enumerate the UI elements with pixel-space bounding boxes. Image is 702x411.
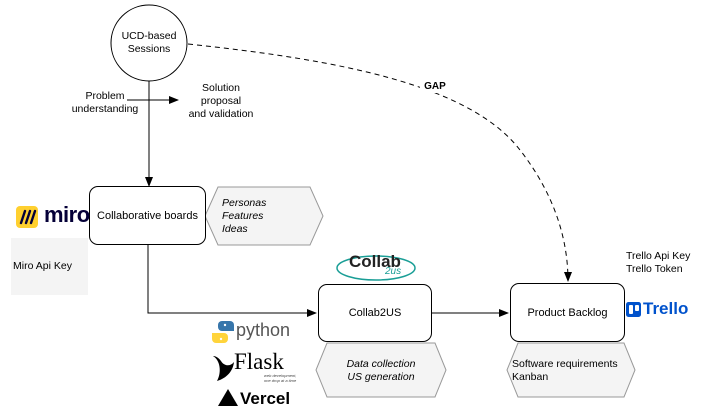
vercel-triangle-icon	[218, 389, 238, 406]
flask-logo-text: Flask	[234, 349, 284, 374]
flask-horn-icon	[213, 356, 234, 381]
miro-api-key-label: Miro Api Key	[13, 260, 72, 272]
problem-label: Problem understanding	[71, 90, 139, 115]
trello-logo-icon	[626, 302, 641, 317]
miro-api-key-panel: Miro Api Key	[11, 238, 88, 295]
boards-to-collab2us-edge	[147, 245, 317, 317]
flask-tagline: web development, one drop at a time	[264, 373, 297, 383]
solution-label: Solution proposal and validation	[188, 82, 254, 120]
collaborative-boards-box: Collaborative boards	[89, 186, 206, 245]
trello-keys-label: Trello Api Key Trello Token	[626, 250, 691, 275]
collab-logo-subtext: 2us	[385, 266, 402, 277]
backlog-outputs-hexagon	[506, 342, 636, 398]
boards-outputs-label: Personas Features Ideas	[222, 197, 267, 235]
miro-logo-icon	[16, 206, 38, 228]
collab2us-box: Collab2US	[318, 284, 432, 342]
gap-label: GAP	[420, 80, 450, 93]
miro-logo-text: miro	[44, 202, 90, 227]
collab-logo-text: Collab	[349, 252, 401, 271]
product-backlog-box: Product Backlog	[510, 283, 625, 342]
collab2us-outputs-hexagon	[315, 342, 447, 398]
gap-edge	[187, 43, 572, 282]
vercel-logo-text: Vercel	[240, 389, 291, 408]
trello-logo-text: Trello	[643, 299, 689, 318]
sessions-label: UCD-based Sessions	[121, 30, 177, 55]
python-logo-text: python	[236, 320, 291, 340]
backlog-outputs-label: Software requirements Kanban	[512, 358, 618, 383]
python-logo-icon	[212, 321, 234, 343]
collab2us-outputs-label: Data collection US generation	[346, 358, 416, 383]
collab-logo-ellipse	[336, 255, 416, 281]
